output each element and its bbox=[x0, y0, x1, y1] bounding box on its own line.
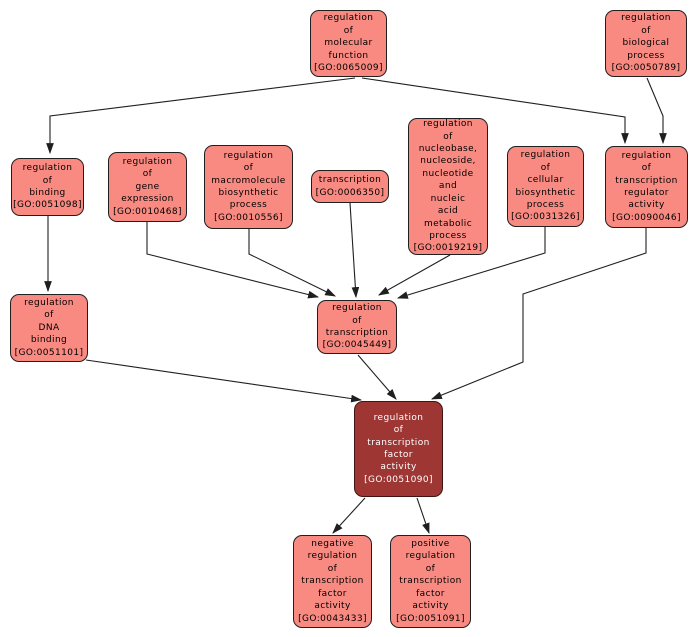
go-term-node-0065009[interactable]: regulation of molecular function [GO:006… bbox=[310, 10, 387, 77]
edge-GO0051101-GO0051090 bbox=[85, 359, 363, 403]
edge-GO0010468-GO0045449 bbox=[146, 222, 320, 299]
edge-GO0045449-GO0051090 bbox=[357, 354, 397, 400]
edge-GO0031326-GO0045449 bbox=[396, 227, 546, 299]
edge-GO0006350-GO0045449 bbox=[349, 202, 360, 299]
go-term-node-0051091[interactable]: positive regulation of transcription fac… bbox=[390, 535, 471, 628]
go-term-node-0050789[interactable]: regulation of biological process [GO:005… bbox=[605, 10, 687, 77]
edge-GO0065009-GO0051098 bbox=[46, 77, 356, 155]
go-term-node-0045449[interactable]: regulation of transcription [GO:0045449] bbox=[317, 300, 397, 354]
edge-GO0065009-GO0090046 bbox=[361, 77, 629, 145]
go-term-node-0051101[interactable]: regulation of DNA binding [GO:0051101] bbox=[10, 294, 88, 362]
go-term-node-0031326[interactable]: regulation of cellular biosynthetic proc… bbox=[507, 146, 584, 227]
edge-GO0051090-GO0043433 bbox=[332, 497, 366, 534]
edge-GO0051090-GO0051091 bbox=[416, 497, 430, 535]
edge-GO0050789-GO0090046 bbox=[646, 77, 667, 145]
go-term-node-0051090-selected[interactable]: regulation of transcription factor activ… bbox=[354, 401, 443, 497]
go-term-node-0006350[interactable]: transcription [GO:0006350] bbox=[311, 170, 389, 203]
go-term-node-0051098[interactable]: regulation of binding [GO:0051098] bbox=[11, 158, 84, 216]
edge-GO0019219-GO0045449 bbox=[378, 254, 451, 296]
edge-GO0090046-GO0051090 bbox=[430, 228, 647, 400]
go-term-node-0010468[interactable]: regulation of gene expression [GO:001046… bbox=[108, 152, 187, 222]
go-term-node-0019219[interactable]: regulation of nucleobase, nucleoside, nu… bbox=[408, 118, 488, 255]
go-term-node-0090046[interactable]: regulation of transcription regulator ac… bbox=[605, 146, 688, 228]
go-term-node-0043433[interactable]: negative regulation of transcription fac… bbox=[293, 535, 372, 628]
edge-GO0010556-GO0045449 bbox=[248, 229, 336, 297]
go-term-node-0010556[interactable]: regulation of macromolecule biosynthetic… bbox=[204, 145, 293, 229]
